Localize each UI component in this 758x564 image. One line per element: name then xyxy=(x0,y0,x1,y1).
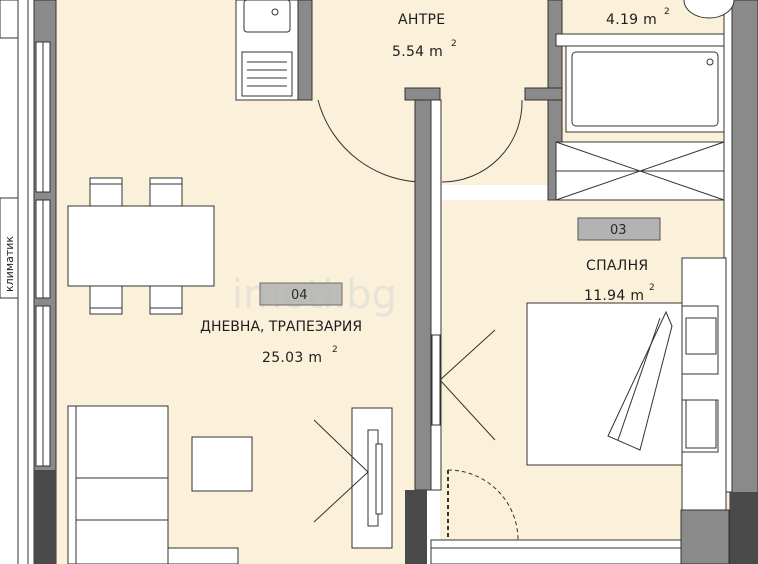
bed-blanket-line xyxy=(617,317,661,441)
bedroom-number: 03 xyxy=(610,223,627,238)
living-area: 25.03 m xyxy=(262,350,322,366)
chair-bottom-2 xyxy=(149,285,183,315)
bedroom-number-tag xyxy=(577,217,661,241)
tv-view-line-1 xyxy=(313,419,369,473)
bath-area: 4.19 m xyxy=(606,12,657,28)
hall-wall-stub-left xyxy=(404,87,441,101)
toilet-icon xyxy=(683,0,735,19)
partition-walls xyxy=(405,0,758,564)
bedroom-name: СПАЛНЯ xyxy=(586,258,648,274)
living-number-tag xyxy=(259,282,343,306)
wall-dark-bottom xyxy=(405,490,427,564)
hall-label: АНТРЕ 5.54 m 2 xyxy=(392,12,457,60)
kitchen-counter xyxy=(235,0,313,101)
bedroom-door-swing-1 xyxy=(439,329,496,381)
bath-area-sup: 2 xyxy=(664,7,670,17)
bottom-window-frame xyxy=(430,539,682,564)
wall-right-inner xyxy=(723,0,733,493)
wall-right xyxy=(729,0,758,564)
stove xyxy=(241,51,293,97)
living-name: ДНЕВНА, ТРАПЕЗАРИЯ xyxy=(200,319,362,335)
bathtub-inner xyxy=(571,51,719,127)
left-wall-dark xyxy=(34,470,56,564)
bed-blanket-fold xyxy=(607,310,673,451)
wall-living-bedroom xyxy=(414,99,432,491)
wall-living-bedroom-inner xyxy=(430,99,442,491)
living-furniture xyxy=(67,405,393,564)
tv-screen-inner xyxy=(375,443,383,515)
bedroom-area-sup: 2 xyxy=(649,283,655,293)
bathtub-drain-icon xyxy=(706,58,714,66)
living-label: 04 ДНЕВНА, ТРАПЕЗАРИЯ 25.03 m 2 xyxy=(200,282,362,366)
sink xyxy=(243,0,291,33)
bedroom-label: 03 СПАЛНЯ 11.94 m 2 xyxy=(577,217,661,304)
hall-area-sup: 2 xyxy=(451,39,457,49)
sofa xyxy=(67,405,169,564)
chair-top-2 xyxy=(149,177,183,207)
wall-hall-bath-horiz xyxy=(524,87,563,101)
pillow-icon-2 xyxy=(685,399,717,449)
hall-area: 5.54 m xyxy=(392,44,443,60)
bedroom-door-leaf xyxy=(431,334,441,426)
hall-doors xyxy=(317,87,523,183)
ac-unit-label: климатик xyxy=(3,236,16,292)
wall-hall-bath xyxy=(547,0,563,101)
bathroom-fixtures xyxy=(555,0,735,201)
chair-bottom-1 xyxy=(89,285,123,315)
left-exterior-wall: климатик xyxy=(0,0,57,564)
coffee-table xyxy=(191,436,253,492)
bath-label: 4.19 m 2 xyxy=(606,7,670,28)
bed-headboard xyxy=(681,257,727,511)
hall-door-left-arc xyxy=(317,99,429,183)
dining-set xyxy=(67,177,215,315)
wall-bath-top-frame xyxy=(555,33,725,47)
pillow-icon-1 xyxy=(685,317,717,355)
hall-name: АНТРЕ xyxy=(398,12,445,28)
dining-table xyxy=(67,205,215,287)
bedroom-furniture xyxy=(431,257,727,511)
kitchen-wall xyxy=(297,0,313,101)
living-area-sup: 2 xyxy=(332,345,338,355)
left-wall-top-box xyxy=(0,0,19,39)
sink-drain-icon xyxy=(271,8,279,16)
tv-view-line-2 xyxy=(313,471,369,523)
bottom-wall-right xyxy=(680,509,730,564)
living-number: 04 xyxy=(291,288,308,303)
bedroom-area: 11.94 m xyxy=(584,288,644,304)
bedroom-door-swing-2 xyxy=(439,379,496,441)
hall-door-right-arc xyxy=(441,99,523,183)
ac-unit-box xyxy=(0,197,19,299)
wall-right-dark xyxy=(730,492,758,564)
terrace-door xyxy=(447,469,519,541)
chair-top-1 xyxy=(89,177,123,207)
sofa-chaise xyxy=(167,547,239,564)
